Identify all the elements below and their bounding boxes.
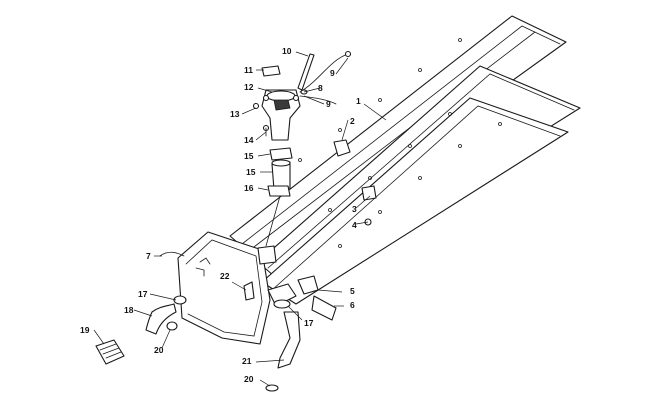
elbow-fitting — [267, 283, 297, 307]
bleed-line-lower — [299, 95, 337, 105]
callout-15-lower: 16 — [244, 183, 254, 193]
filler-neck — [257, 245, 277, 265]
lower-bracket — [311, 295, 337, 321]
callout-12: 12 — [244, 82, 254, 92]
bellows-hose — [95, 339, 125, 365]
ground-wire — [159, 251, 185, 257]
callout-9-lower: 9 — [326, 99, 331, 109]
callout-4: 4 — [352, 220, 357, 230]
callout-1: 1 — [356, 96, 361, 106]
callout-labels: 1 2 3 4 5 6 7 8 9 9 10 11 12 13 14 15 15… — [80, 46, 361, 384]
callout-11: 11 — [244, 65, 253, 75]
callout-9-upper: 9 — [330, 68, 335, 78]
callout-18: 18 — [124, 305, 134, 315]
coolant-hose-long — [277, 311, 301, 369]
vent-hose — [297, 53, 315, 91]
callout-2: 2 — [350, 116, 355, 126]
callout-17-left: 17 — [138, 289, 148, 299]
bleed-line-upper — [299, 53, 349, 93]
callout-20-bottom: 20 — [244, 374, 254, 384]
callout-7: 7 — [146, 251, 151, 261]
callout-5: 5 — [350, 286, 355, 296]
callout-3: 3 — [352, 204, 357, 214]
cooler-rail-assembly — [229, 15, 581, 305]
callout-14: 14 — [244, 135, 254, 145]
thermostat-housing — [261, 89, 301, 141]
callout-22: 22 — [220, 271, 230, 281]
rail-tabs — [298, 38, 502, 248]
callout-15-upper: 15 — [244, 151, 254, 161]
coolant-reservoir-panel — [177, 231, 271, 345]
callout-17-right: 17 — [304, 318, 314, 328]
hose-clamp-left — [166, 321, 178, 331]
callout-13: 13 — [230, 109, 240, 119]
screw — [252, 102, 260, 110]
fitting-gasket-right — [273, 299, 291, 309]
outlet-fitting — [243, 281, 255, 301]
fitting-gasket-left — [173, 295, 187, 305]
thermostat-gasket — [261, 65, 281, 77]
hose-clamp-upper — [269, 147, 293, 161]
rail-clip — [361, 185, 377, 201]
elbow-hose — [145, 303, 177, 335]
rail-bracket — [333, 139, 351, 157]
callout-20-left: 20 — [154, 345, 164, 355]
callout-8: 8 — [318, 83, 323, 93]
hose-clamp-bottom — [265, 384, 279, 392]
hose-clamp-lower — [267, 185, 291, 197]
callout-16: 15 — [246, 167, 256, 177]
callout-10: 10 — [282, 46, 292, 56]
callout-6: 6 — [350, 300, 355, 310]
callout-19: 19 — [80, 325, 90, 335]
callout-21: 21 — [242, 356, 252, 366]
leader-lines — [93, 51, 387, 387]
